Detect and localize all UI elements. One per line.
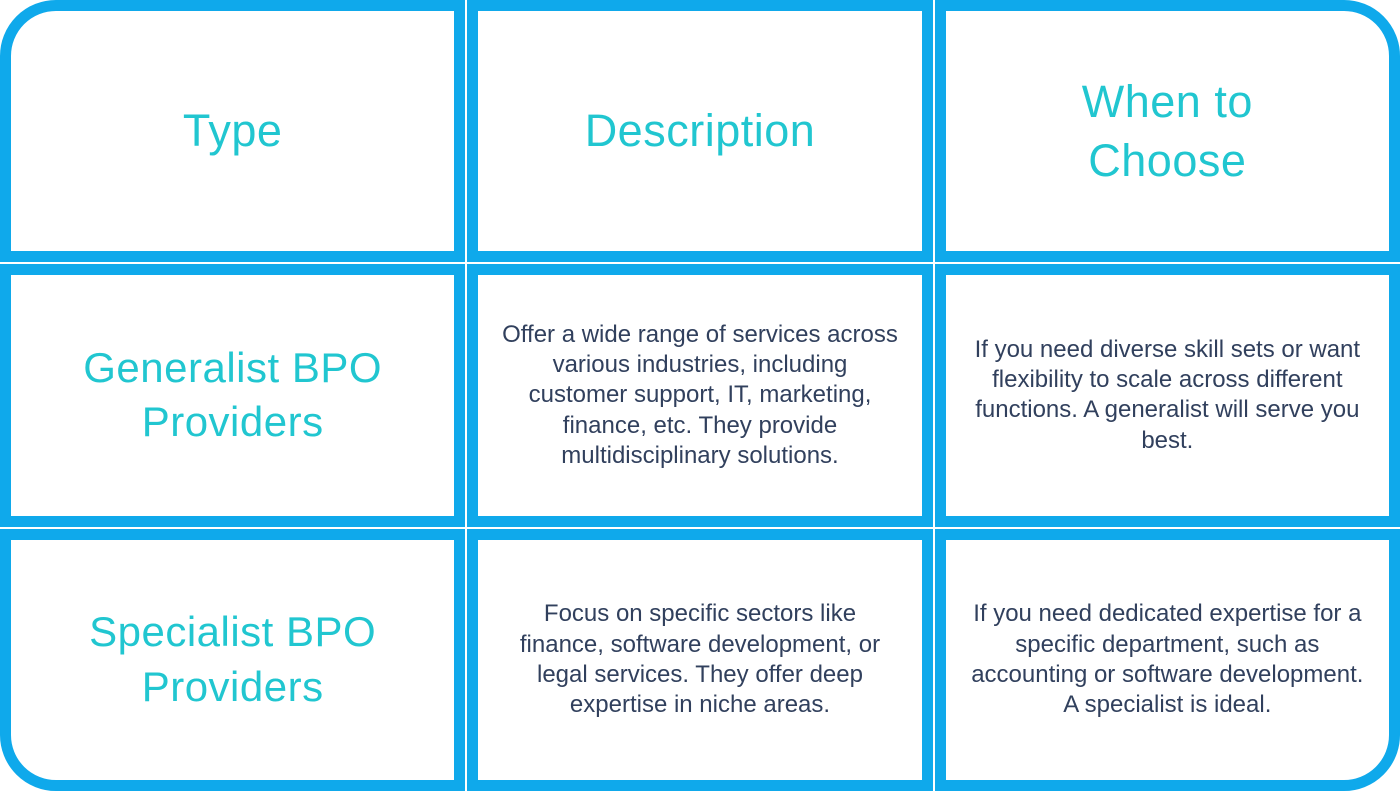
column-header-when-to-choose-label: When to Choose bbox=[1081, 75, 1253, 187]
column-header-type-label: Type bbox=[182, 105, 283, 157]
row-generalist-when-to-choose-cell: If you need diverse skill sets or want f… bbox=[934, 264, 1400, 527]
row-specialist-type-label: Specialist BPO Providers bbox=[89, 608, 377, 710]
row-specialist-when-to-choose-text: If you need dedicated expertise for a sp… bbox=[971, 600, 1364, 719]
row-generalist-description-text: Offer a wide range of services across va… bbox=[502, 320, 898, 469]
column-header-description: Description bbox=[467, 0, 933, 263]
row-specialist-description-text: Focus on specific sectors like finance, … bbox=[519, 600, 881, 719]
row-specialist-when-to-choose-cell: If you need dedicated expertise for a sp… bbox=[934, 528, 1400, 791]
row-specialist-description-cell: Focus on specific sectors like finance, … bbox=[467, 528, 933, 791]
column-header-when-to-choose: When to Choose bbox=[934, 0, 1400, 263]
column-header-description-label: Description bbox=[584, 105, 816, 157]
row-generalist-when-to-choose-text: If you need diverse skill sets or want f… bbox=[974, 336, 1361, 454]
row-generalist-description-cell: Offer a wide range of services across va… bbox=[467, 264, 933, 527]
row-generalist-type-label: Generalist BPO Providers bbox=[83, 343, 383, 446]
row-specialist-type-cell: Specialist BPO Providers bbox=[0, 528, 466, 791]
row-generalist-type-cell: Generalist BPO Providers bbox=[0, 264, 466, 527]
column-header-type: Type bbox=[0, 0, 466, 263]
